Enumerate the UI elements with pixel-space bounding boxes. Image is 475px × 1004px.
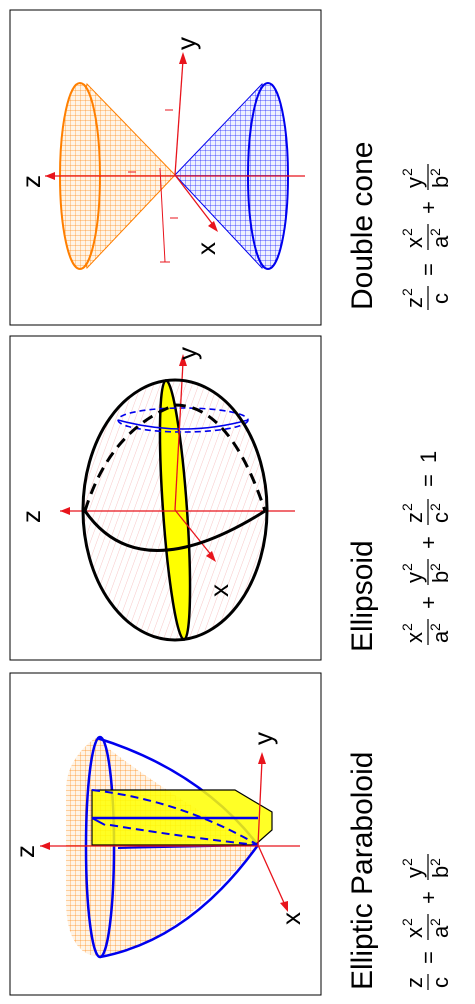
equation-double-cone: z 2 c = x 2 a 2 + y 2 b 2 (399, 164, 453, 310)
eq-term: x (402, 632, 427, 643)
eq-term: b (428, 571, 453, 583)
title-double-cone: Double cone (346, 142, 379, 310)
eq-term: y (402, 572, 427, 583)
double-cone-diagram: z x y (16, 37, 305, 270)
axis-label-z: z (16, 175, 46, 188)
eq-exp: 2 (399, 503, 415, 511)
eq-term: 1 (416, 451, 441, 463)
equation-paraboloid: z c = x 2 a 2 + y 2 b 2 (399, 854, 453, 990)
eq-term: c (428, 293, 453, 304)
axis-label-z: z (16, 510, 46, 523)
eq-term: + (416, 891, 441, 904)
eq-exp: 2 (427, 623, 443, 631)
eq-term: + (416, 536, 441, 549)
eq-term: x (402, 237, 427, 248)
equation-ellipsoid: x 2 a 2 + y 2 b 2 + z 2 c 2 = 1 (399, 451, 453, 645)
axis-label-x: x (204, 584, 234, 597)
eq-term: + (416, 596, 441, 609)
eq-term: y (402, 867, 427, 878)
eq-term: z (402, 977, 427, 988)
eq-term: a (428, 925, 453, 938)
eq-term: + (416, 201, 441, 214)
axis-label-y: y (171, 37, 201, 50)
eq-term: b (428, 176, 453, 188)
eq-term: x (402, 927, 427, 938)
eq-exp: 2 (399, 288, 415, 296)
eq-term: y (402, 177, 427, 188)
eq-term: c (428, 512, 453, 523)
axis-label-z: z (10, 845, 40, 858)
title-elliptic-paraboloid: Elliptic Paraboloid (346, 752, 379, 990)
axis-label-y: y (248, 732, 278, 745)
eq-term: a (428, 235, 453, 248)
axis-label-y: y (172, 347, 202, 360)
eq-term: = (416, 474, 441, 487)
eq-term: z (402, 297, 427, 308)
eq-exp: 2 (427, 503, 443, 511)
title-ellipsoid: Ellipsoid (346, 540, 379, 652)
eq-term: c (428, 977, 453, 988)
eq-term: = (416, 951, 441, 964)
axis-label-x: x (191, 242, 221, 255)
axis-label-x: x (276, 912, 306, 925)
paraboloid-diagram: z x y (10, 732, 306, 959)
eq-exp: 2 (427, 168, 443, 176)
eq-exp: 2 (399, 563, 415, 571)
eq-term: z (402, 512, 427, 523)
ellipsoid-diagram: z x y (16, 347, 295, 642)
eq-exp: 2 (399, 228, 415, 236)
eq-exp: 2 (427, 563, 443, 571)
eq-term: b (428, 866, 453, 878)
eq-exp: 2 (427, 228, 443, 236)
eq-exp: 2 (399, 623, 415, 631)
eq-term: a (428, 630, 453, 643)
eq-exp: 2 (427, 858, 443, 866)
eq-exp: 2 (399, 858, 415, 866)
eq-exp: 2 (427, 918, 443, 926)
eq-exp: 2 (399, 918, 415, 926)
eq-exp: 2 (399, 168, 415, 176)
eq-term: = (416, 263, 441, 276)
